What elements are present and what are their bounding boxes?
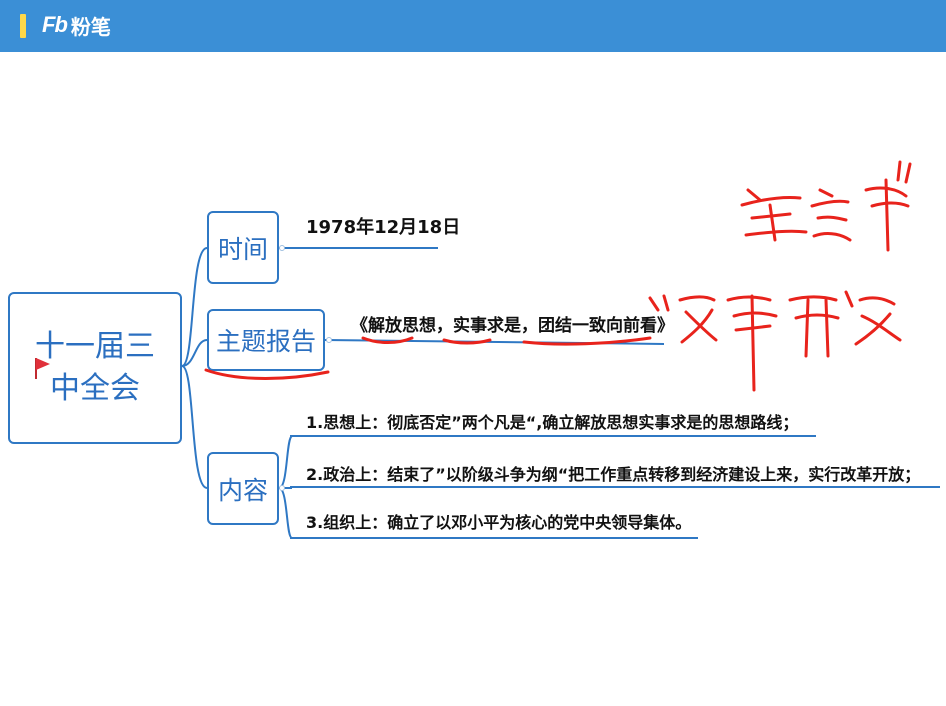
branch-content: 内容 [207,452,279,525]
connector-content-3 [278,487,293,539]
branch-topic-label: 主题报告 [215,327,316,356]
leaf-content-item-1: 1.思想上：彻底否定”两个凡是“,确立解放思想实事求是的思想路线； [306,413,799,432]
connector-root-content [181,365,208,489]
leaf-content-item-2: 2.政治上：结束了”以阶级斗争为纲“把工作重点转移到经济建设上来，实行改革开放； [306,465,921,484]
top-bar: Fb 粉笔 [0,0,946,52]
root-label-line1: 十一届三 [35,329,155,364]
logo-text: 粉笔 [70,14,111,39]
connector-root-time [181,247,208,367]
root-node: 十一届三 中全会 [8,292,182,444]
underline-topic [324,339,665,345]
connector-content-1 [278,435,293,489]
connector-root-topic [181,339,208,367]
leaf-topic-value: 《解放思想，实事求是，团结一致向前看》 [351,316,674,336]
yellow-stripe [20,14,26,38]
branch-topic: 主题报告 [207,309,325,371]
brand-logo: Fb 粉笔 [42,10,111,40]
leaf-content-item-3: 3.组织上：确立了以邓小平为核心的党中央领导集体。 [306,513,692,532]
branch-time-label: 时间 [217,234,268,264]
flag-icon [35,358,50,379]
branch-content-label: 内容 [217,475,268,505]
branch-time: 时间 [207,211,279,284]
logo-mark: Fb [42,12,68,37]
root-label-line2: 中全会 [50,371,140,406]
leaf-time-value: 1978年12月18日 [306,217,461,238]
